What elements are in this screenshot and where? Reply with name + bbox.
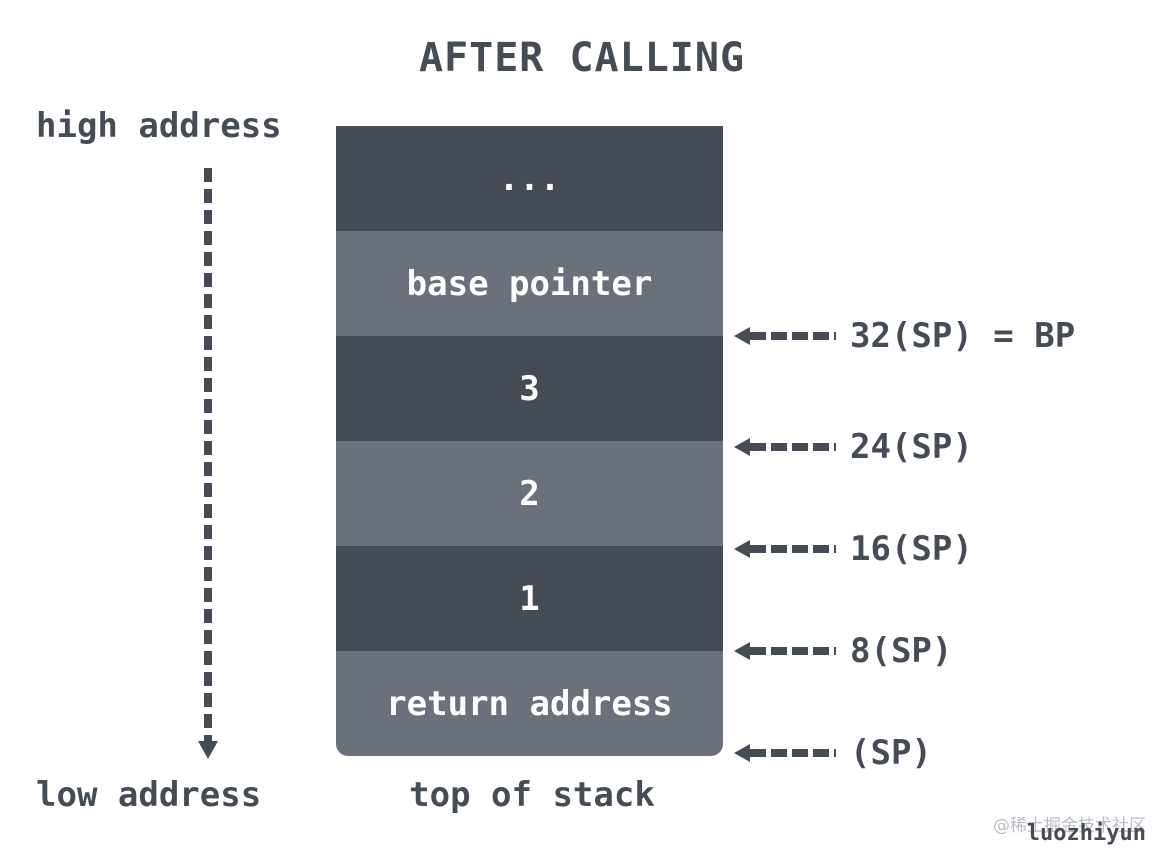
stack-frame: ... base pointer 3 2 1 return address <box>336 126 723 756</box>
pointer-label: 24(SP) <box>850 427 973 467</box>
dashed-left-arrow-icon <box>734 540 836 558</box>
stack-cell-arg-2: 2 <box>336 441 723 546</box>
pointer-label: 16(SP) <box>850 529 973 569</box>
dashed-left-arrow-icon <box>734 642 836 660</box>
pointer-24sp: 24(SP) <box>734 427 973 467</box>
dashed-left-arrow-icon <box>734 327 836 345</box>
watermark: @稀土掘金技术社区 luozhiyun <box>993 818 1146 845</box>
pointer-label: (SP) <box>850 733 932 773</box>
dashed-down-arrow-icon <box>198 168 218 759</box>
pointer-32sp-bp: 32(SP) = BP <box>734 316 1075 356</box>
low-address-label: low address <box>36 775 262 815</box>
pointer-sp: (SP) <box>734 733 932 773</box>
watermark-author: luozhiyun <box>1026 821 1146 846</box>
pointer-label: 32(SP) = BP <box>850 316 1076 356</box>
dashed-left-arrow-icon <box>734 438 836 456</box>
diagram-title: AFTER CALLING <box>418 35 746 81</box>
high-address-label: high address <box>36 106 282 146</box>
top-of-stack-label: top of stack <box>409 775 655 815</box>
stack-cell-ellipsis: ... <box>336 126 723 231</box>
pointer-16sp: 16(SP) <box>734 529 973 569</box>
stack-cell-arg-1: 1 <box>336 546 723 651</box>
stack-cell-return-address: return address <box>336 651 723 756</box>
pointer-label: 8(SP) <box>850 631 953 671</box>
pointer-8sp: 8(SP) <box>734 631 952 671</box>
dashed-left-arrow-icon <box>734 744 836 762</box>
watermark-credit: @稀土掘金技术社区 <box>993 816 1146 836</box>
stack-cell-base-pointer: base pointer <box>336 231 723 336</box>
stack-cell-arg-3: 3 <box>336 336 723 441</box>
